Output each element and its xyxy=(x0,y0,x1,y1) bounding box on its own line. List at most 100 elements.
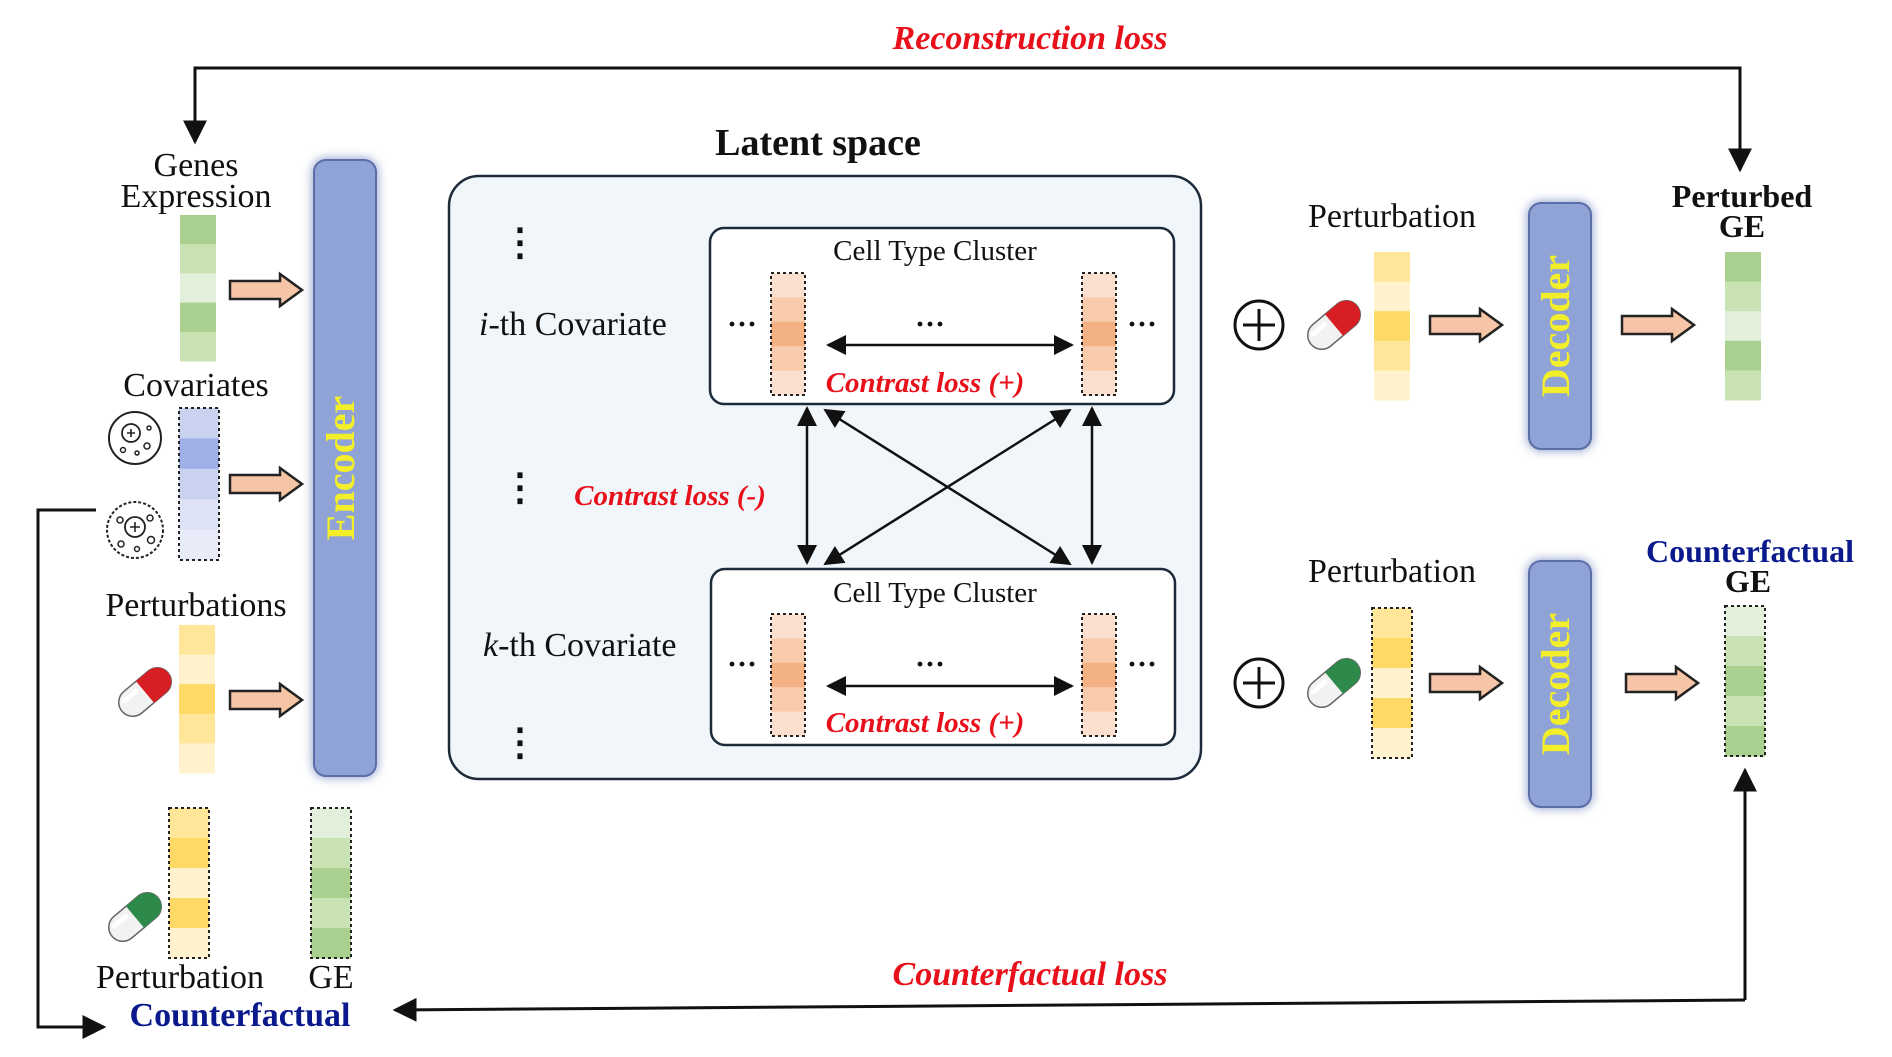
bottom-branch: Perturbation Decoder Counterfactual GE xyxy=(1233,533,1854,808)
covariate-i-index: i xyxy=(479,306,488,343)
bottom-arrow-to-output xyxy=(1624,664,1701,702)
counterfactual-perturbation-vector xyxy=(168,807,210,959)
cluster-1-dots-right: ··· xyxy=(1127,308,1157,341)
vector-cell xyxy=(311,928,351,959)
reconstruction-loss-label: Reconstruction loss xyxy=(892,20,1168,57)
top-branch: Perturbation Decoder Perturbed GE xyxy=(1233,178,1813,450)
vector-cell xyxy=(1725,281,1761,312)
vector-cell xyxy=(169,808,209,839)
cluster-1-embedding-left xyxy=(770,272,806,396)
top-perturbation-vector xyxy=(1374,252,1410,401)
counterfactual-ge-title-line1: Counterfactual xyxy=(1646,533,1854,569)
plus-icon-bottom xyxy=(1233,657,1285,709)
vector-cell xyxy=(1082,321,1116,347)
vertical-ellipsis-bottom: ⋮ xyxy=(501,722,539,764)
vector-cell xyxy=(771,321,805,347)
bottom-perturbation-label: Perturbation xyxy=(1308,553,1476,590)
input-genes-expression: Genes Expression xyxy=(120,147,305,362)
vector-border xyxy=(310,807,352,959)
input-perturbations: Perturbations xyxy=(105,587,305,774)
vector-cell xyxy=(1082,346,1116,372)
vector-cell xyxy=(1372,608,1412,639)
counterfactual-inputs: Perturbation GE Counterfactual xyxy=(36,508,354,1039)
cell-icon-1 xyxy=(108,411,162,465)
pill-icon-red-top xyxy=(1306,299,1362,351)
vector-cell xyxy=(179,743,215,774)
top-arrow-to-output xyxy=(1620,306,1697,344)
vector-cell xyxy=(179,468,219,500)
contrast-loss-positive-1: Contrast loss (+) xyxy=(826,367,1025,399)
latent-space: Latent space ⋮ ⋮ ⋮ i-th Covariate k-th C… xyxy=(447,122,1203,781)
vector-cell xyxy=(179,713,215,744)
vector-cell xyxy=(179,408,219,439)
covariate-k-label: k-th Covariate xyxy=(483,627,677,664)
vector-cell xyxy=(1725,666,1765,697)
genes-expression-label-line2: Expression xyxy=(120,178,271,215)
vector-cell xyxy=(1725,606,1765,637)
top-decoder-box xyxy=(1528,202,1592,450)
cell-type-cluster-1: Cell Type Cluster ··· ··· ··· Contrast l… xyxy=(708,226,1176,406)
contrast-loss-positive-2: Contrast loss (+) xyxy=(826,707,1025,739)
covariate-i-text: -th Covariate xyxy=(488,306,666,343)
vector-cell xyxy=(169,868,209,899)
block-arrow xyxy=(1428,306,1505,344)
cell-icon-2 xyxy=(106,501,164,559)
vector-cell xyxy=(1082,711,1116,737)
vector-cell xyxy=(771,711,805,737)
block-arrow xyxy=(228,271,305,309)
vector-cell xyxy=(771,370,805,396)
cluster-2-dots-middle: ··· xyxy=(915,648,945,681)
vector-border xyxy=(178,407,220,561)
vector-cell xyxy=(1082,687,1116,713)
vector-cell xyxy=(1374,281,1410,312)
bottom-arrow-to-decoder xyxy=(1428,664,1505,702)
top-decoder-label: Decoder xyxy=(1533,255,1578,397)
vector-cell xyxy=(771,346,805,372)
vector-cell xyxy=(180,215,216,245)
bottom-perturbation-vector xyxy=(1371,607,1413,759)
vector-cell xyxy=(1372,668,1412,699)
vector-cell xyxy=(180,273,216,304)
vector-cell xyxy=(771,638,805,664)
pill-icon-green xyxy=(107,891,163,943)
top-perturbation-label: Perturbation xyxy=(1308,198,1476,235)
block-arrow xyxy=(1624,664,1701,702)
vector-cell xyxy=(180,331,216,362)
cluster-1-title: Cell Type Cluster xyxy=(833,235,1037,267)
perturbed-ge-label-line1: Perturbed xyxy=(1672,178,1813,214)
vector-cell xyxy=(1372,638,1412,669)
vector-cell xyxy=(771,297,805,323)
vector-cell xyxy=(1082,370,1116,396)
counterfactual-loss-label: Counterfactual loss xyxy=(893,956,1168,993)
cluster-1-dots-middle: ··· xyxy=(915,308,945,341)
cluster-1-dots-left: ··· xyxy=(727,308,757,341)
vector-cell xyxy=(1725,252,1761,283)
vector-cell xyxy=(311,838,351,869)
encoder-box xyxy=(313,159,377,777)
covariate-k-text: -th Covariate xyxy=(498,627,676,664)
vector-cell xyxy=(179,684,215,715)
vector-cell xyxy=(1725,340,1761,371)
input-covariates: Covariates xyxy=(106,367,305,561)
vector-cell xyxy=(180,244,216,274)
contrast-loss-negative: Contrast loss (-) xyxy=(574,480,766,512)
pill-icon-red xyxy=(117,666,173,718)
vector-cell xyxy=(1082,662,1116,688)
vector-cell xyxy=(179,529,219,561)
cluster-2-dots-left: ··· xyxy=(727,648,757,681)
counterfactual-output-vector xyxy=(1724,605,1766,757)
vector-border xyxy=(1371,607,1413,759)
genes-expression-label-line1: Genes xyxy=(154,147,239,184)
bottom-decoder-box xyxy=(1528,560,1592,808)
vector-cell xyxy=(169,838,209,869)
vector-cell xyxy=(1372,728,1412,759)
vector-cell xyxy=(1374,311,1410,342)
vector-cell xyxy=(1082,638,1116,664)
counterfactual-ge-title-line2: GE xyxy=(1725,563,1771,599)
vector-cell xyxy=(1725,370,1761,401)
perturbations-label: Perturbations xyxy=(105,587,286,624)
vector-cell xyxy=(1082,273,1116,298)
cluster-2-embedding-right xyxy=(1081,613,1117,737)
top-arrow-to-decoder xyxy=(1428,306,1505,344)
bottom-decoder-label: Decoder xyxy=(1533,613,1578,755)
